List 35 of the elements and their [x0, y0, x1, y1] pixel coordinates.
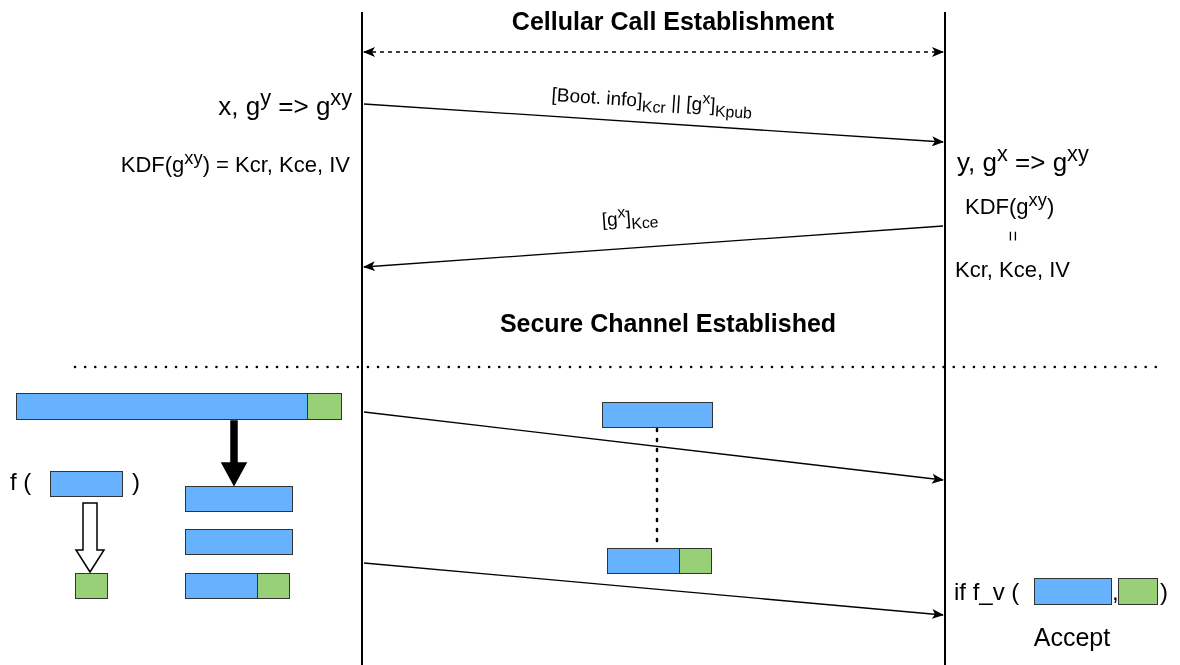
tag-block	[679, 548, 712, 574]
tag-block	[1118, 578, 1158, 605]
tag-block	[75, 573, 108, 599]
equation-text: KDF(g$^{xy}$)	[965, 190, 1055, 220]
message-arrow	[363, 562, 944, 619]
message-arrow	[363, 103, 944, 147]
message-arrow	[363, 411, 944, 484]
equation-text: Kcr, Kce, IV	[955, 258, 1070, 283]
equation-text: y, g$^{x}$ => g$^{xy}$	[957, 142, 1089, 177]
message-arrow	[363, 225, 944, 272]
data-block	[607, 548, 680, 574]
verify-text: )	[1160, 579, 1168, 606]
equals-sign: =	[1002, 230, 1022, 242]
function-text: )	[132, 469, 140, 496]
data-block	[185, 529, 293, 555]
data-block	[185, 486, 293, 512]
lifeline	[361, 12, 363, 665]
verify-text: if f_v (	[954, 579, 1020, 606]
data-block	[185, 573, 258, 599]
data-block	[16, 393, 308, 420]
result-text: Accept	[1033, 624, 1111, 652]
lifeline	[944, 12, 946, 665]
function-text: f (	[10, 469, 32, 496]
data-block	[50, 471, 123, 497]
equation-text: KDF(g$^{xy}$) = Kcr, Kce, IV	[120, 148, 350, 178]
data-block	[1034, 578, 1112, 605]
tag-block	[257, 573, 290, 599]
section-heading: Secure Channel Established	[499, 310, 837, 338]
block-arrow	[220, 420, 248, 487]
tag-block	[307, 393, 342, 420]
equation-text: x, g$^{y}$ => g$^{xy}$	[218, 86, 352, 121]
verify-text: ,	[1112, 579, 1119, 606]
data-block	[602, 402, 713, 428]
block-arrow	[74, 502, 106, 574]
dashed-arrow	[363, 47, 944, 57]
